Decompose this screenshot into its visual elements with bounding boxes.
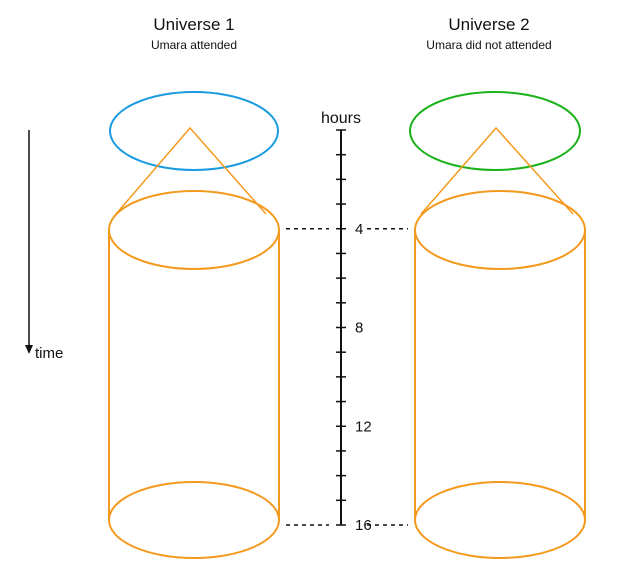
universe-2-cylinder-top (414, 190, 586, 270)
universe-1-subtitle: Umara attended (151, 38, 237, 52)
universe-1-figure (108, 91, 280, 559)
universe-2-top-ellipse (409, 91, 581, 171)
universe-2-cylinder-bottom (414, 481, 586, 559)
timeline-label-8: 8 (355, 320, 363, 337)
universe-1-cone (115, 126, 267, 215)
time-arrow-head (25, 345, 33, 354)
time-arrow: time (25, 130, 63, 362)
timeline-marks: 4 8 12 16 (286, 129, 408, 534)
universe-1-title: Universe 1 (153, 15, 234, 34)
universe-1-cylinder-top (108, 190, 280, 270)
universe-2-cone (420, 126, 574, 215)
time-label: time (35, 345, 63, 362)
hours-timeline: hours 4 8 12 16 (286, 110, 408, 534)
timeline-label-12: 12 (355, 418, 372, 435)
universe-1-top-ellipse (109, 91, 279, 171)
universe-1-cylinder (108, 190, 280, 559)
universe-1-cylinder-bottom (108, 481, 280, 559)
universe-2-cylinder (414, 190, 586, 559)
timeline-title: hours (321, 110, 361, 127)
universe-2-subtitle: Umara did not attended (426, 38, 551, 52)
universe-2-title: Universe 2 (448, 15, 529, 34)
timeline-label-4: 4 (355, 221, 363, 238)
timeline-label-16: 16 (355, 517, 372, 534)
universe-2-figure (409, 91, 586, 559)
